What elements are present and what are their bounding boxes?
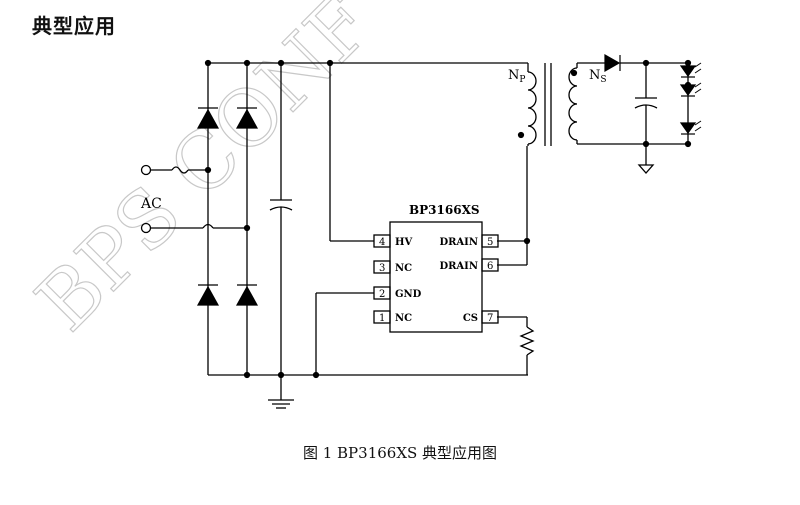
ac-label: AC	[140, 196, 162, 212]
pin-number: 3	[379, 263, 385, 274]
secondary-winding-label: NS	[589, 68, 607, 85]
figure-caption: 图 1 BP3166XS 典型应用图	[302, 444, 498, 462]
pin-number: 6	[487, 261, 493, 272]
pin-label: DRAIN	[439, 237, 478, 248]
pin-number: 4	[379, 237, 385, 248]
pin-number: 2	[379, 289, 385, 300]
pin-label: DRAIN	[439, 261, 478, 272]
primary-winding-label: NP	[508, 68, 525, 85]
pin-number: 7	[487, 313, 493, 324]
pin-label: CS	[463, 313, 478, 324]
pin-label: NC	[395, 263, 412, 274]
pin-number: 1	[379, 313, 385, 324]
chip-name: BP3166XS	[409, 203, 480, 217]
pin-label: HV	[395, 237, 412, 248]
pin-label: NC	[395, 313, 412, 324]
pin-number: 5	[487, 237, 493, 248]
section-title: 典型应用	[32, 14, 116, 38]
pin-label: GND	[395, 289, 422, 300]
